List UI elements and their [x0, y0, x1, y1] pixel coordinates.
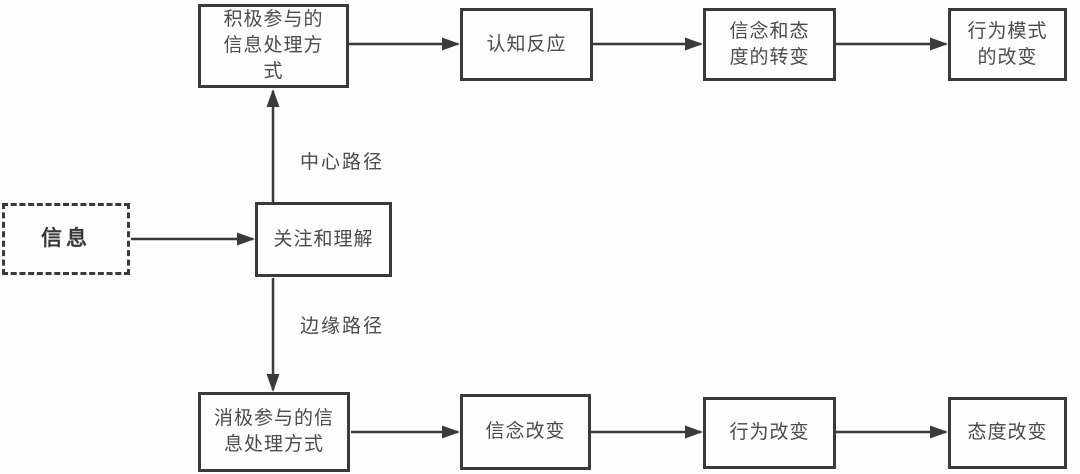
node-belief-attitude-shift: 信念和态 度的转变 [703, 8, 836, 81]
node-attitude-change: 态度改变 [948, 397, 1067, 469]
node-behavior-pattern-change: 行为模式 的改变 [948, 8, 1067, 81]
node-behavior-change: 行为改变 [703, 397, 836, 469]
node-belief-change: 信念改变 [460, 394, 591, 470]
node-cognitive-response: 认知反应 [460, 8, 593, 81]
label-peripheral-route: 边缘路径 [300, 316, 385, 337]
node-passive-processing: 消极参与的信 息处理方式 [198, 392, 350, 472]
node-active-processing: 积极参与的 信息处理方 式 [198, 4, 349, 88]
label-central-route: 中心路径 [300, 152, 385, 173]
node-info: 信息 [2, 203, 130, 275]
node-attention-understanding: 关注和理解 [255, 202, 392, 277]
